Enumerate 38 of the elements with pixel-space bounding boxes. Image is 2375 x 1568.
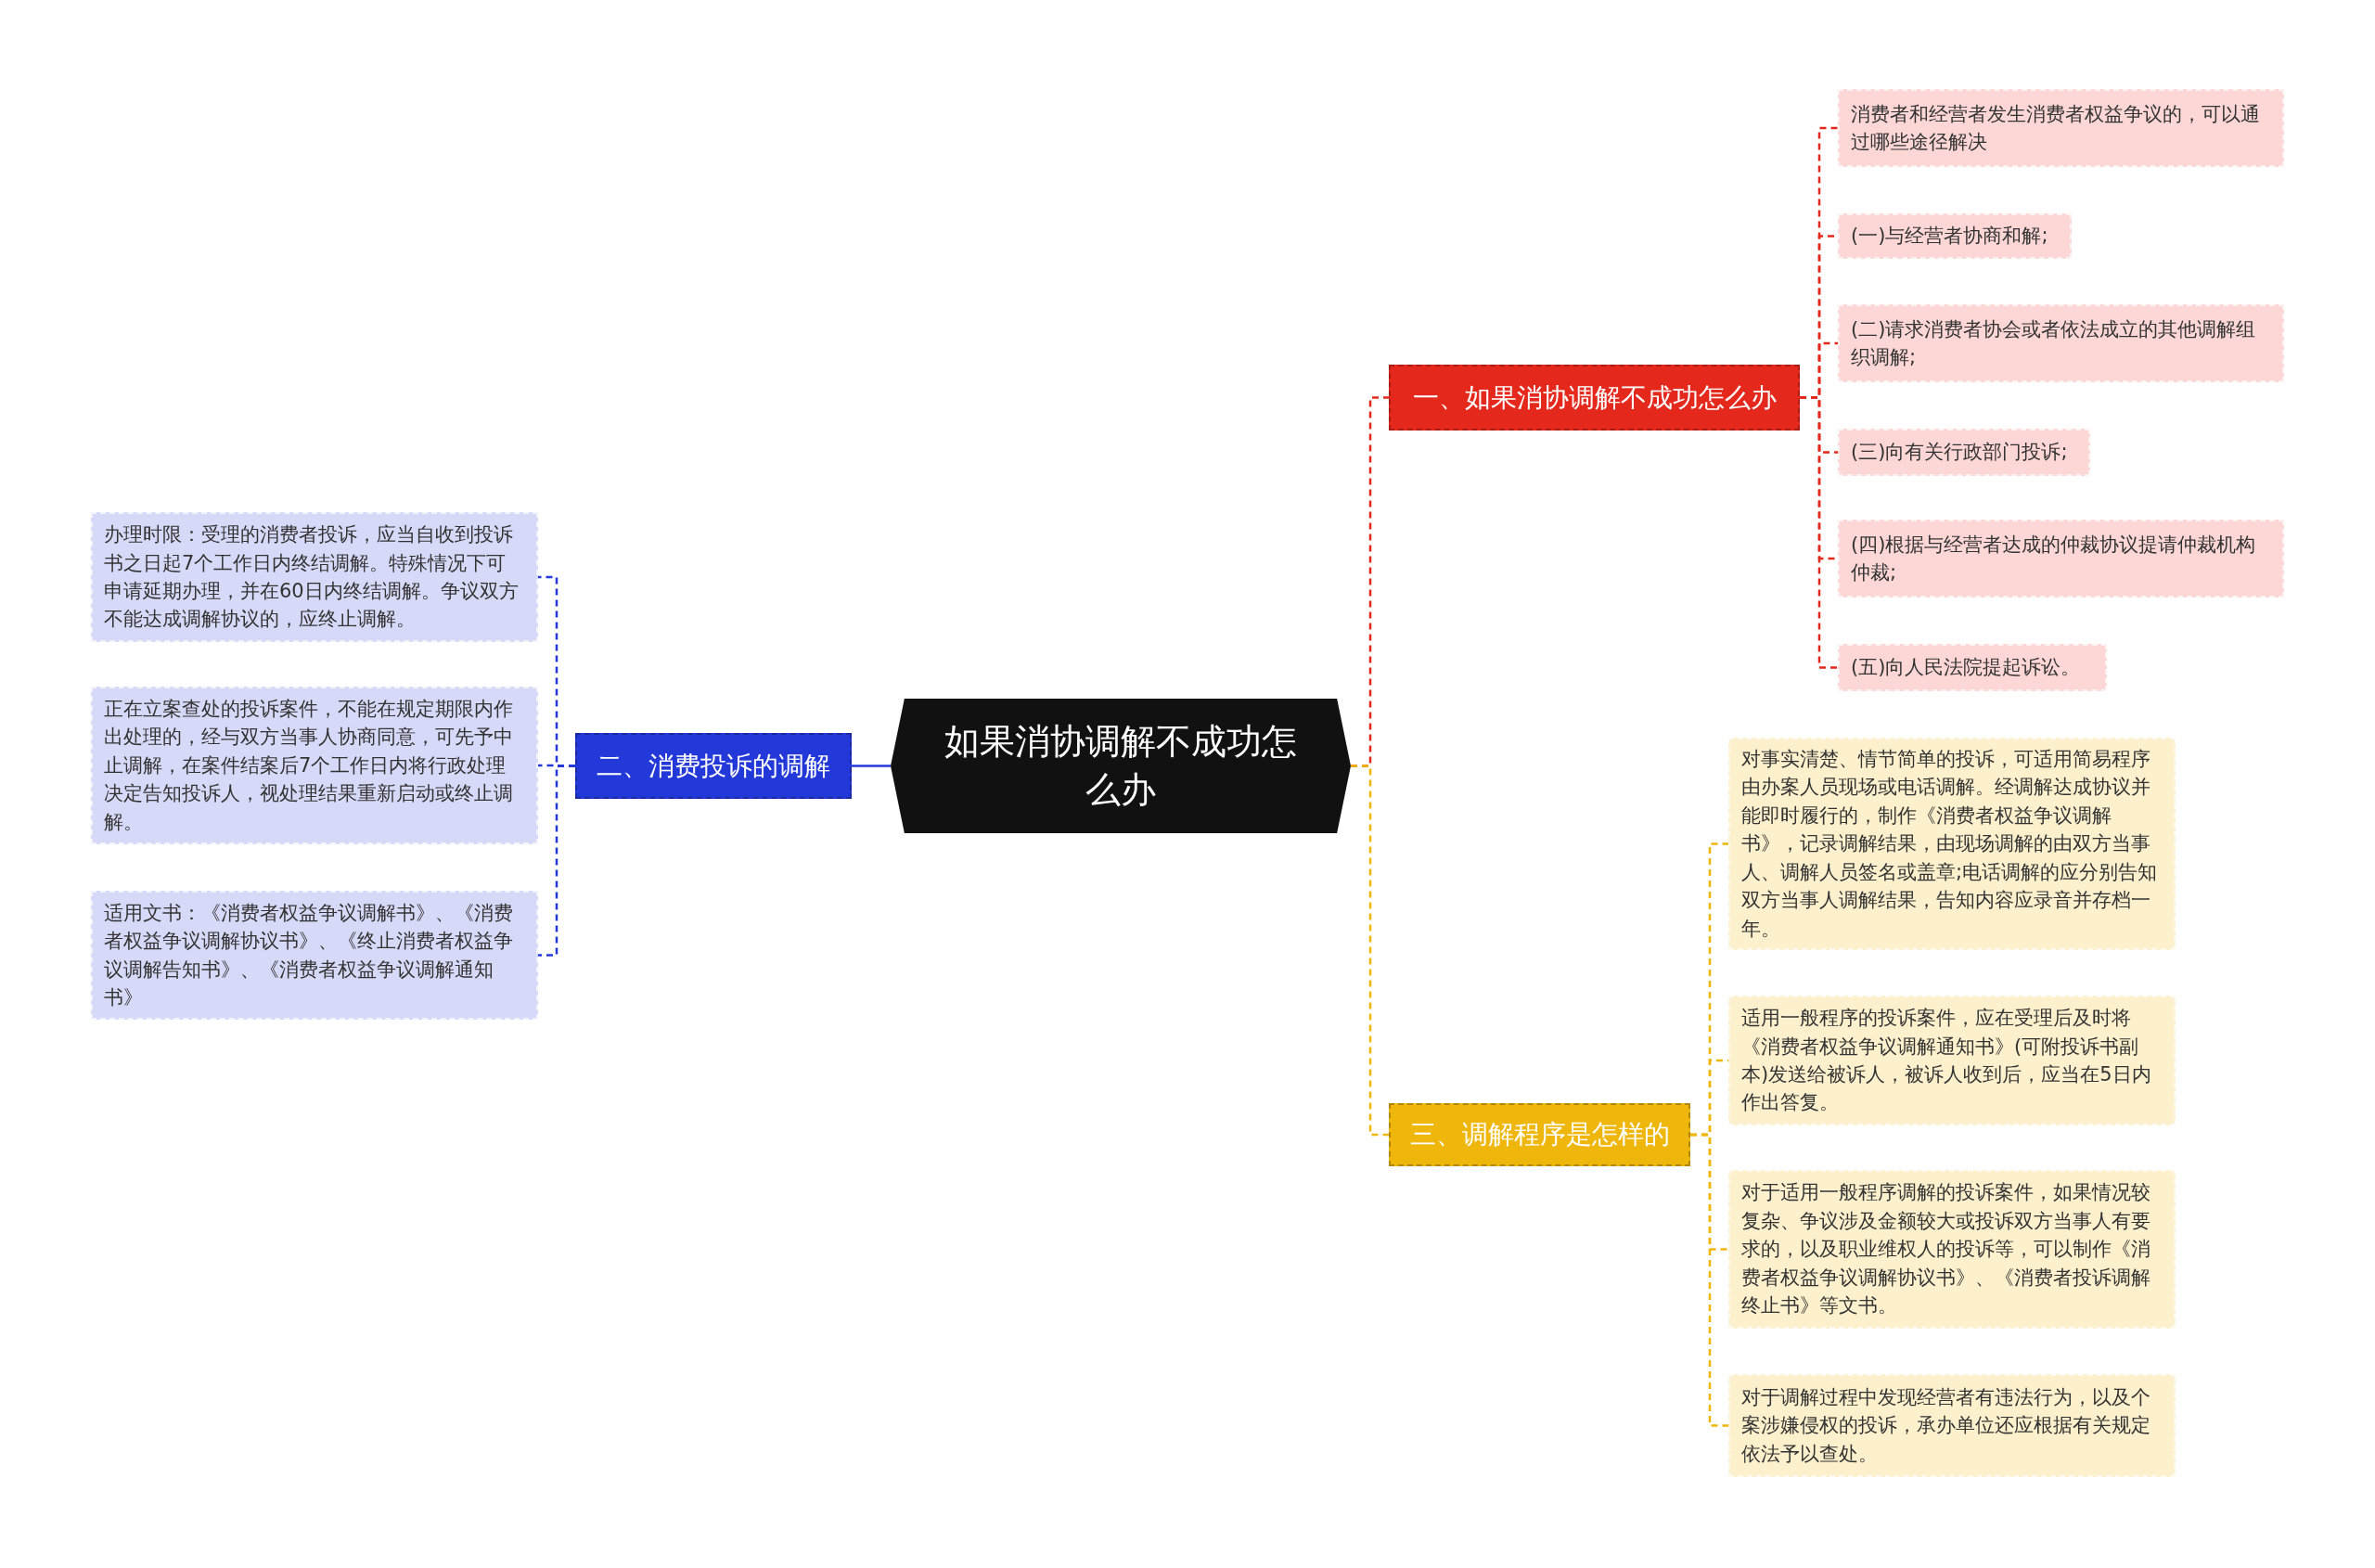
note-text: 适用一般程序的投诉案件，应在受理后及时将《消费者权益争议调解通知书》(可附投诉书副本)发送给被诉人，被诉人收到后，应当在5日内作出答复。 <box>1741 1006 2152 1116</box>
note-text: 办理时限：受理的消费者投诉，应当自收到投诉书之日起7个工作日内终结调解。特殊情况下可申请延期办理，并在60日内终结调解。争议双方不能达成调解协议的，应终止调解。 <box>104 522 520 633</box>
note-card <box>1838 429 2090 476</box>
connector-line <box>538 765 575 957</box>
note-card <box>1838 89 2284 167</box>
note-text: (五)向人民法院提起诉讼。 <box>1851 655 2081 681</box>
topic-label: 二、消费投诉的调解 <box>597 749 830 783</box>
note-text: (一)与经营者协商和解; <box>1851 224 2048 250</box>
connector-line <box>852 765 891 767</box>
topic-label: 三、调解程序是怎样的 <box>1409 1118 1670 1151</box>
note-text: 消费者和经营者发生消费者权益争议的，可以通过哪些途径解决 <box>1851 101 2261 155</box>
connector-line <box>1690 1133 1728 1427</box>
branch-topic <box>575 733 852 799</box>
note-card <box>1838 644 2107 691</box>
note-card <box>1838 304 2284 382</box>
note-text: (三)向有关行政部门投诉; <box>1851 440 2068 466</box>
topic-label: 一、如果消协调解不成功怎么办 <box>1412 380 1777 415</box>
topic-label: 如果消协调解不成功怎么办 <box>944 720 1298 812</box>
note-text: (四)根据与经营者达成的仲裁协议提请仲裁机构仲裁; <box>1851 532 2257 585</box>
connector-line <box>1800 396 1838 669</box>
note-text: (二)请求消费者协会或者依法成立的其他调解组织调解; <box>1851 316 2257 370</box>
note-card <box>91 687 538 844</box>
note-card <box>1728 996 2176 1125</box>
central-topic <box>891 699 1351 833</box>
branch-topic <box>1389 365 1800 431</box>
note-card <box>91 891 538 1020</box>
note-card <box>91 512 538 642</box>
note-card <box>1838 213 2072 259</box>
note-text: 对于适用一般程序调解的投诉案件，如果情况较复杂、争议涉及金额较大或投诉双方当事人有要求的，以及职业维权人的投诉等，可以制作《消费者权益争议调解协议书》、《消费者投诉调解终止书》等文书。 <box>1741 1180 2151 1319</box>
note-text: 适用文书：《消费者权益争议调解书》、《消费者权益争议调解协议书》、《终止消费者权益争议调解告知书》、《消费者权益争议调解通知书》 <box>104 900 514 1010</box>
branch-topic <box>1389 1103 1690 1166</box>
note-text: 对事实清楚、情节简单的投诉，可适用简易程序由办案人员现场或电话调解。经调解达成协议并能即时履行的，制作《消费者权益争议调解书》，记录调解结果，由现场调解的由双方当事人、调解人员签名或盖章;电话调解的应分别告知双方当事人调解结果，告知内容应录音并存档一年。 <box>1741 746 2159 942</box>
note-card <box>1838 520 2284 598</box>
note-text: 正在立案查处的投诉案件，不能在规定期限内作出处理的，经与双方当事人协商同意，可先予中止调解，在案件结案后7个工作日内将行政处理决定告知投诉人，视处理结果重新启动或终止调解。 <box>104 696 514 835</box>
note-card <box>1728 1170 2176 1329</box>
note-card <box>1728 1374 2176 1477</box>
note-text: 对于调解过程中发现经营者有违法行为，以及个案涉嫌侵权的投诉，承办单位还应根据有关规定依法予以查处。 <box>1741 1384 2151 1467</box>
connector-line <box>1351 765 1389 1137</box>
